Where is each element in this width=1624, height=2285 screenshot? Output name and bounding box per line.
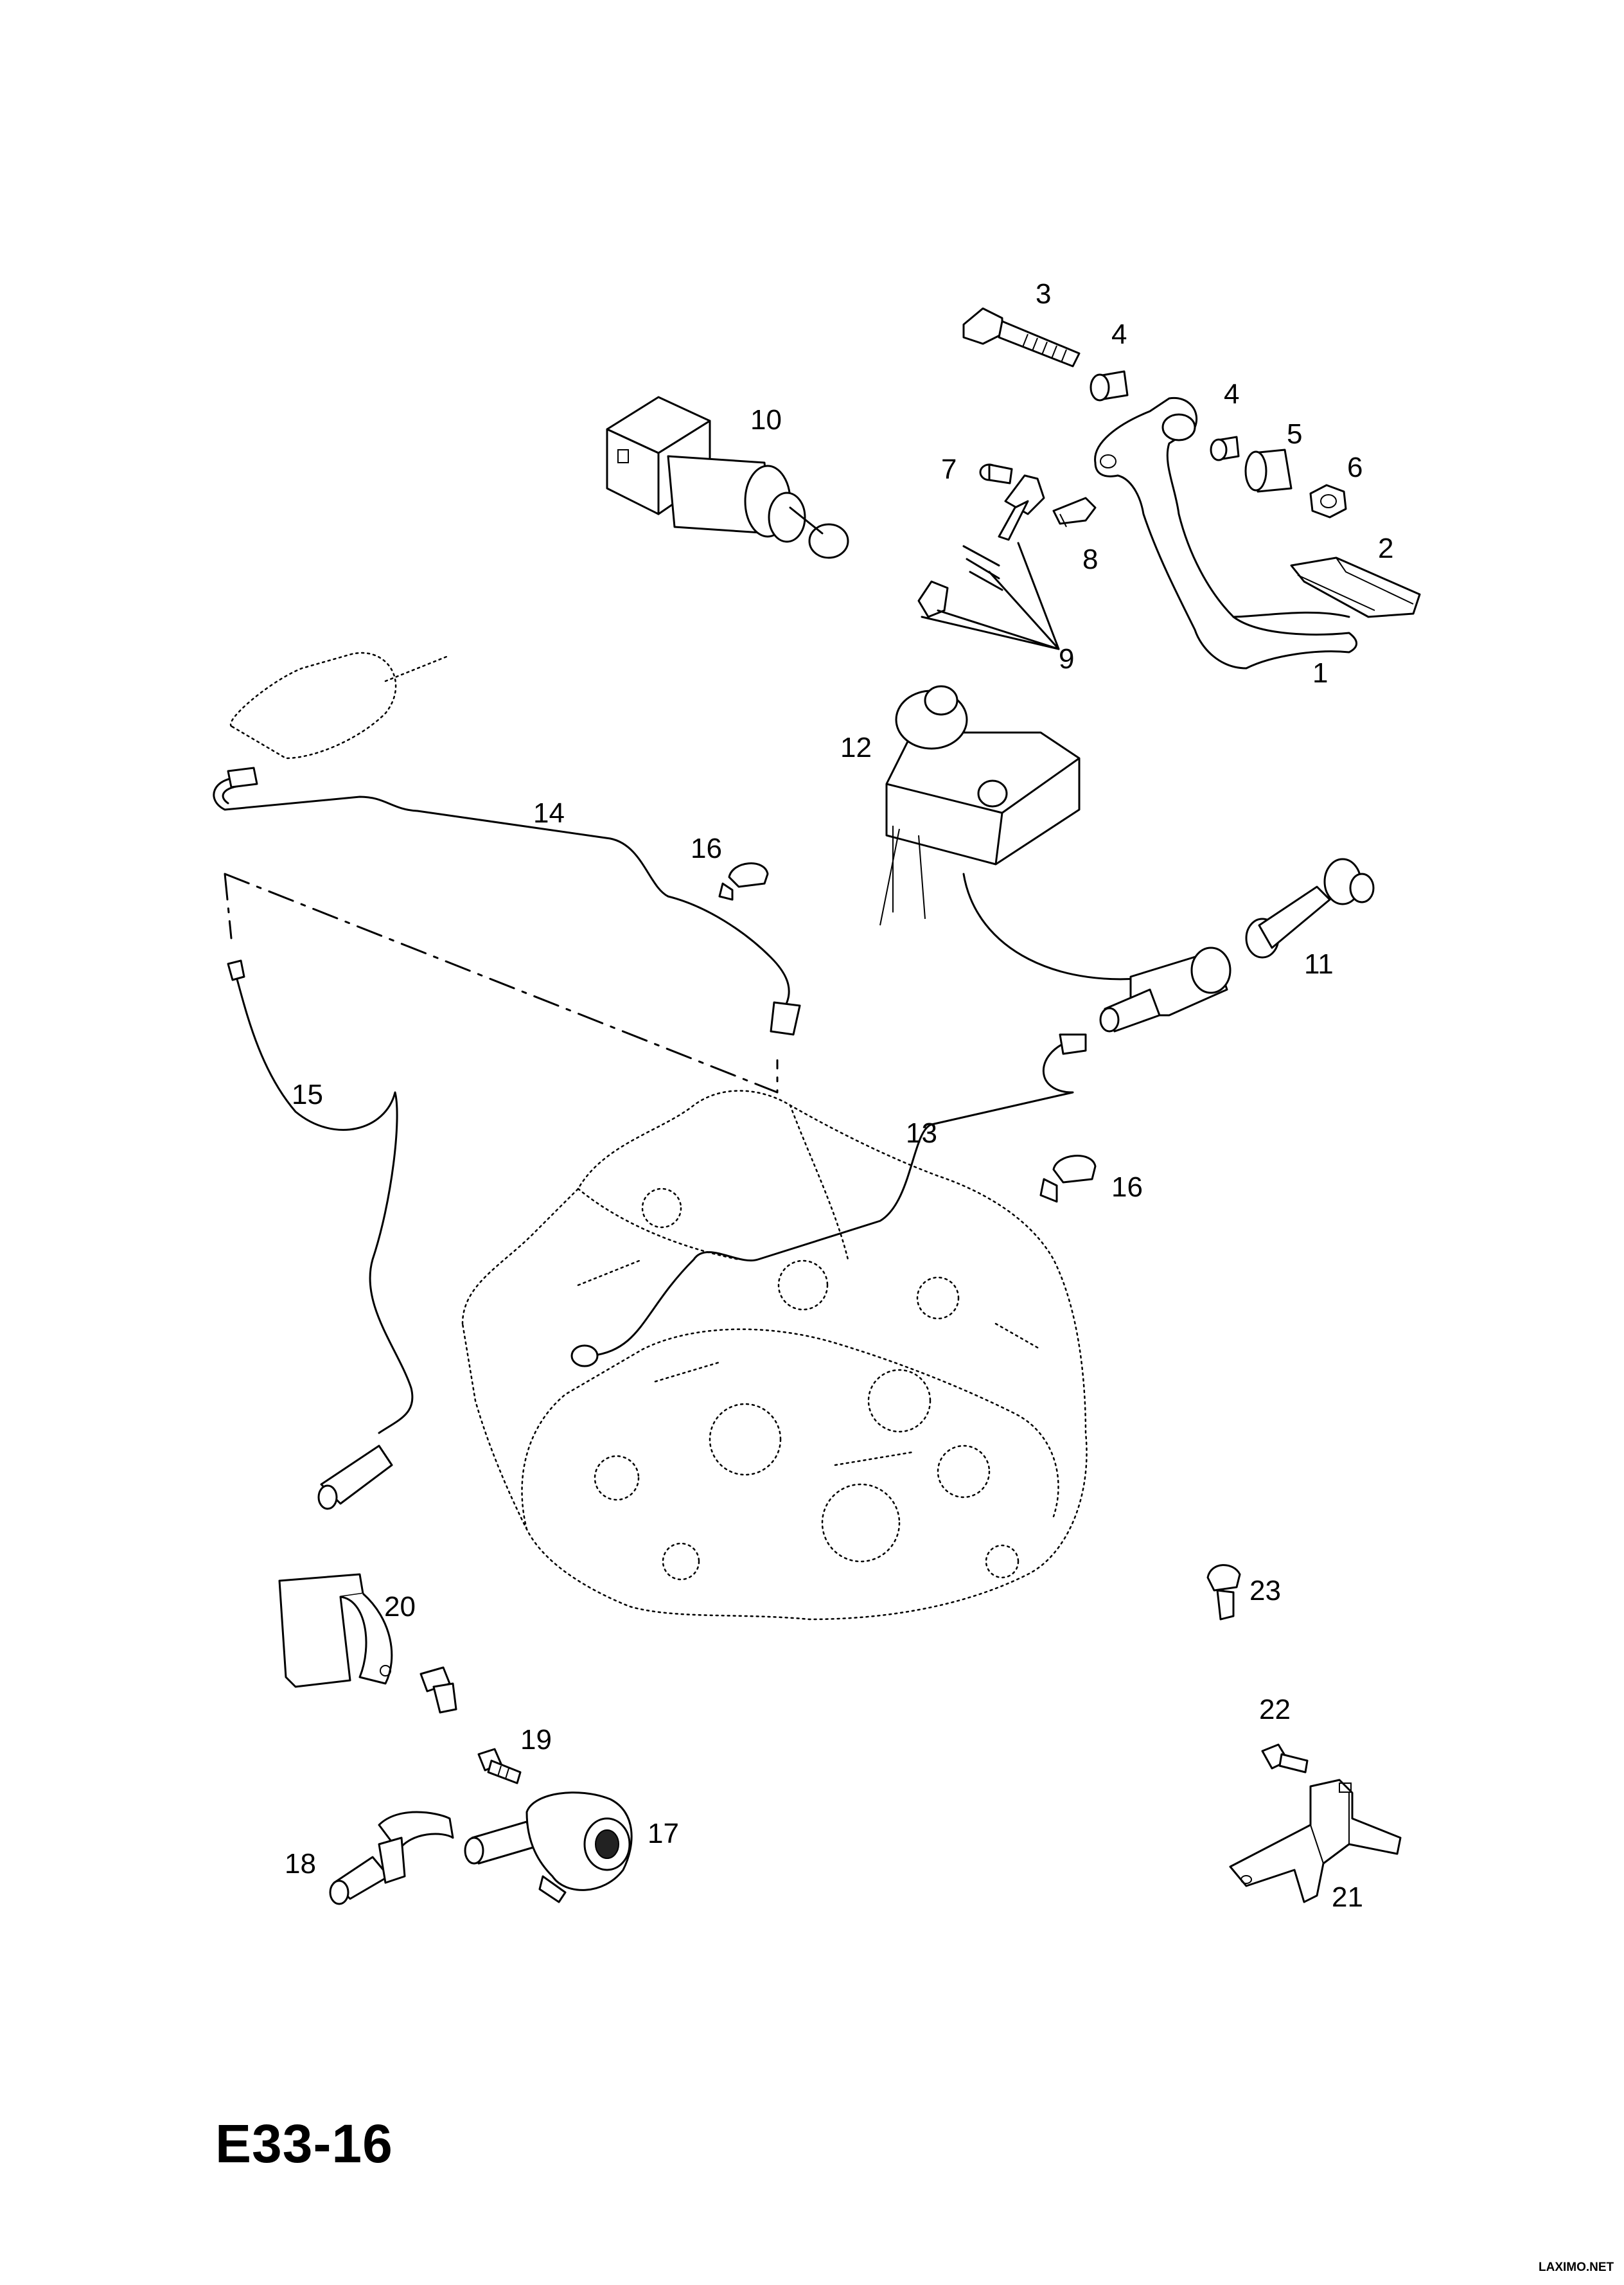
- part-4-bushing[interactable]: [1090, 370, 1129, 402]
- callout-16-second: 16: [1111, 1171, 1143, 1203]
- watermark: LAXIMO.NET: [1539, 2261, 1614, 2274]
- callout-17: 17: [648, 1818, 679, 1849]
- part-11-master-cylinder[interactable]: [962, 858, 1375, 1033]
- gearbox-housing: [461, 1090, 1088, 1621]
- part-12-fluid-reservoir[interactable]: [879, 685, 1081, 926]
- callout-14: 14: [533, 797, 565, 829]
- callout-5: 5: [1287, 418, 1302, 450]
- callout-16: 16: [691, 833, 722, 864]
- part-14-clutch-pipe[interactable]: [213, 652, 801, 1036]
- callout-11: 11: [1304, 948, 1334, 980]
- leader-dashed: [224, 873, 779, 1094]
- callout-2: 2: [1378, 533, 1393, 564]
- callout-4-second: 4: [1224, 378, 1239, 410]
- callout-19: 19: [520, 1724, 552, 1756]
- part-3-bolt[interactable]: [962, 307, 1081, 368]
- part-20-heat-shield[interactable]: [278, 1573, 393, 1688]
- callout-3: 3: [1036, 278, 1051, 310]
- callout-13: 13: [906, 1117, 937, 1149]
- part-16-clip[interactable]: [718, 862, 769, 901]
- part-20-screw[interactable]: [419, 1666, 457, 1714]
- part-9-spring-assembly[interactable]: [917, 474, 1060, 650]
- part-21-bracket[interactable]: [1229, 1779, 1402, 1903]
- part-16-clip-2[interactable]: [1039, 1155, 1097, 1203]
- callout-20: 20: [384, 1591, 416, 1623]
- callout-9: 9: [1059, 643, 1074, 675]
- callout-21: 21: [1332, 1881, 1363, 1913]
- part-10-switch[interactable]: [606, 396, 849, 559]
- part-2-pedal-pad[interactable]: [1290, 556, 1421, 618]
- callout-7: 7: [941, 454, 957, 485]
- part-1-clutch-pedal[interactable]: [1094, 396, 1357, 670]
- callout-4: 4: [1111, 319, 1127, 350]
- callout-15: 15: [292, 1079, 323, 1110]
- callout-10: 10: [750, 404, 782, 436]
- part-15-clutch-pipe[interactable]: [227, 959, 414, 1510]
- callout-6: 6: [1347, 452, 1363, 483]
- diagram-code: E33-16: [215, 2113, 393, 2174]
- callout-22: 22: [1259, 1694, 1291, 1725]
- callout-23: 23: [1249, 1575, 1281, 1606]
- part-17-concentric-slave-cylinder[interactable]: [464, 1792, 633, 1903]
- part-19-bolt[interactable]: [477, 1748, 522, 1784]
- part-23-clip[interactable]: [1206, 1564, 1241, 1621]
- part-7-bushing[interactable]: [979, 463, 1013, 485]
- callout-12: 12: [840, 732, 872, 763]
- part-18-bleeder-fitting[interactable]: [329, 1811, 454, 1905]
- callout-1: 1: [1312, 657, 1328, 689]
- callout-8: 8: [1082, 544, 1098, 575]
- callout-18: 18: [285, 1848, 316, 1880]
- part-8-clip[interactable]: [1052, 497, 1097, 528]
- part-22-bolt[interactable]: [1261, 1743, 1309, 1774]
- part-4-bushing-2[interactable]: [1210, 436, 1240, 461]
- part-13-clutch-pipe[interactable]: [570, 1033, 1087, 1367]
- part-6-nut[interactable]: [1309, 484, 1347, 519]
- part-5-sleeve[interactable]: [1244, 449, 1293, 493]
